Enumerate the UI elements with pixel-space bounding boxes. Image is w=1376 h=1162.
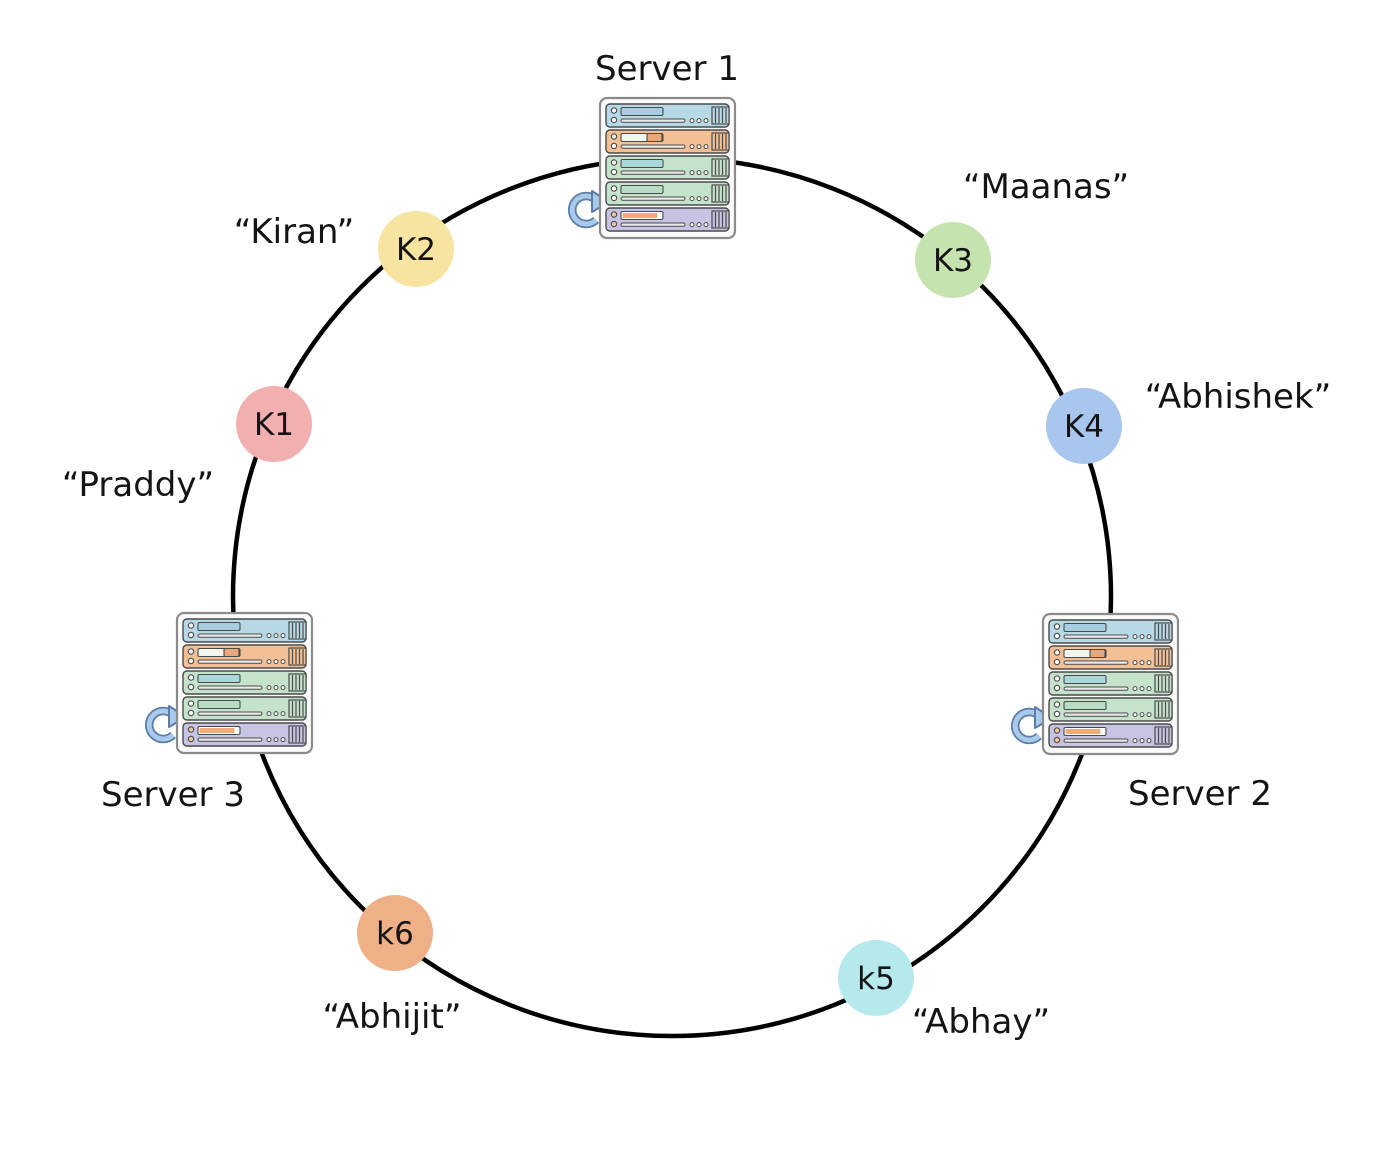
server-rack-icon-1: [572, 98, 735, 238]
key-node-label: k6: [376, 916, 414, 952]
server-1-label: Server 1: [595, 49, 739, 89]
server-rack-icon-3: [149, 613, 312, 753]
server-3-label: Server 3: [101, 775, 245, 815]
key-node-k3: K3: [915, 222, 991, 298]
key-node-label: k5: [857, 961, 895, 997]
key-node-circle: [1046, 388, 1122, 464]
key-node-k6: k6: [357, 895, 433, 971]
key-value-label-k1: “Praddy”: [62, 465, 214, 505]
server-rack-icon-2: [1015, 614, 1178, 754]
key-value-label-k4: “Abhishek”: [1145, 377, 1332, 417]
key-node-circle: [915, 222, 991, 298]
key-node-k1: K1: [236, 386, 312, 462]
server-2-label: Server 2: [1128, 774, 1272, 814]
hash-ring: [230, 155, 1114, 1039]
key-node-label: K2: [396, 232, 436, 268]
key-node-k2: K2: [378, 211, 454, 287]
key-value-label-k5: “Abhay”: [912, 1002, 1050, 1042]
key-node-k4: K4: [1046, 388, 1122, 464]
key-node-label: K4: [1064, 409, 1104, 445]
key-node-circle: [838, 940, 914, 1016]
key-node-label: K3: [933, 243, 973, 279]
key-node-circle: [236, 386, 312, 462]
key-node-circle: [378, 211, 454, 287]
key-value-label-k2: “Kiran”: [234, 212, 354, 252]
key-node-k5: k5: [838, 940, 914, 1016]
key-value-label-k6: “Abhijit”: [323, 997, 462, 1037]
key-node-circle: [357, 895, 433, 971]
key-node-label: K1: [254, 407, 294, 443]
key-value-label-k3: “Maanas”: [963, 167, 1129, 207]
